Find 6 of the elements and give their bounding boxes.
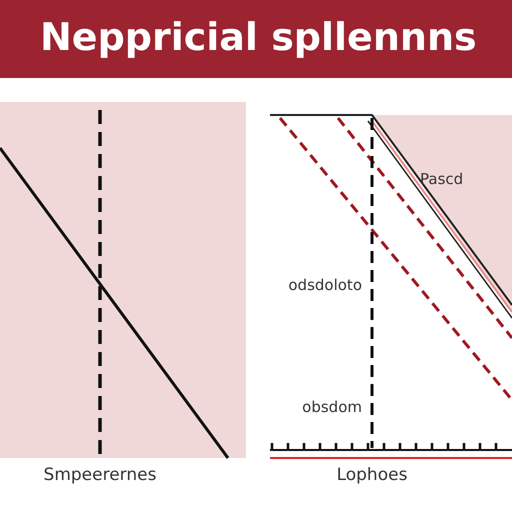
panel-label: Lophoes bbox=[336, 466, 408, 484]
panel-label: Smpeerernes bbox=[44, 466, 156, 484]
axis-label: Pascd bbox=[420, 170, 464, 188]
title: Neppricial spllennns bbox=[40, 14, 477, 60]
axis-label: obsdom bbox=[302, 398, 362, 416]
axis-label: odsdoloto bbox=[288, 276, 362, 294]
